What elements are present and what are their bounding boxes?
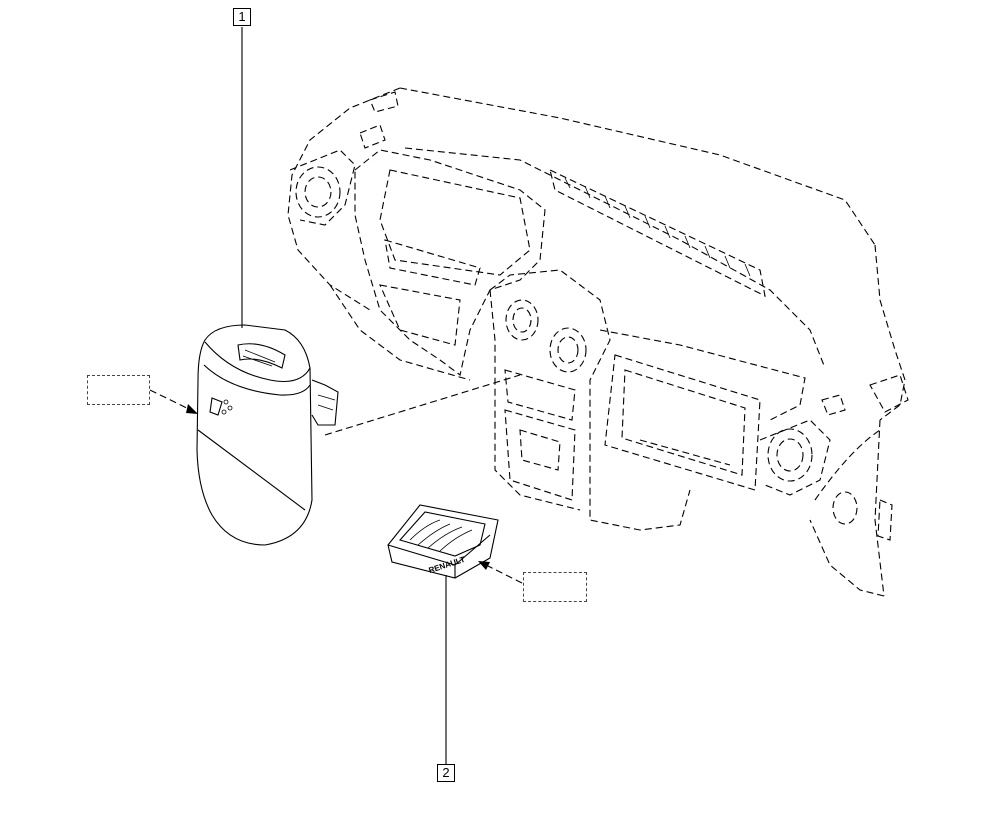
refbox-2-arrow-line <box>481 562 523 584</box>
reference-box-2 <box>523 572 587 602</box>
refbox-2-arrow-head <box>478 561 490 570</box>
callout-1: 1 <box>233 8 251 26</box>
refbox-1-arrow-line <box>149 389 196 413</box>
dashboard-assembly <box>287 87 909 597</box>
part2-badge-insert <box>387 504 499 579</box>
reference-box-1 <box>87 375 150 405</box>
part1-cover <box>196 324 339 546</box>
part1-leader-line <box>324 374 521 436</box>
part2-logo-text: RENAULT <box>428 555 467 575</box>
refbox-1-arrow-head <box>186 404 198 414</box>
callout-2: 2 <box>437 764 455 782</box>
